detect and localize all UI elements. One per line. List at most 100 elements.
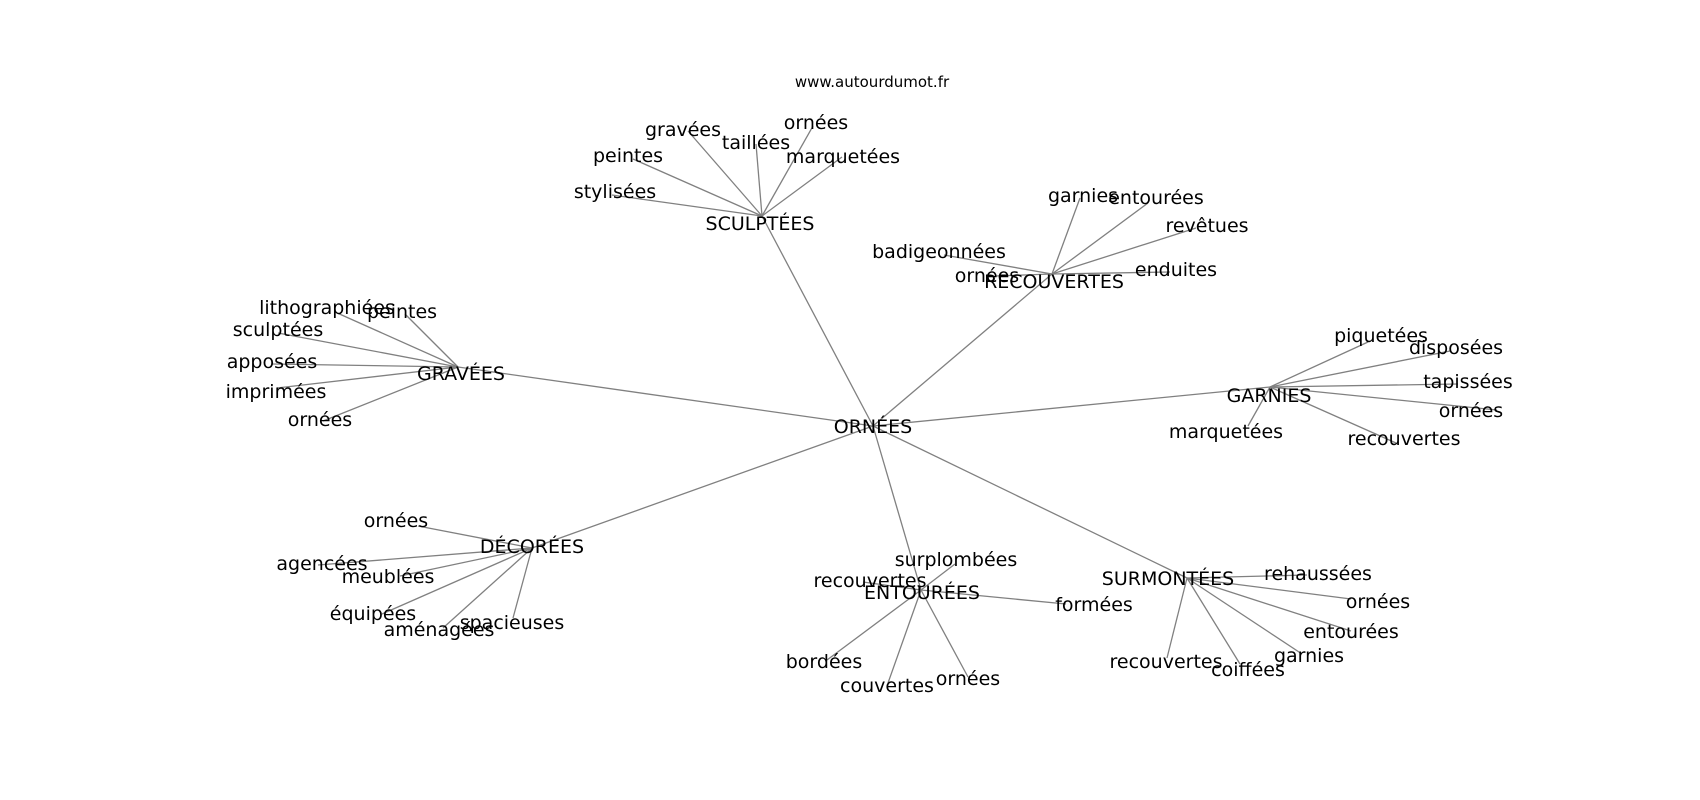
sculptees-leaf-edge xyxy=(761,125,814,217)
recouvertes-leaf-label: garnies xyxy=(1048,185,1118,207)
garnies-hub-label: GARNIES xyxy=(1227,385,1312,407)
garnies-leaf-edge xyxy=(1269,386,1397,444)
surmontees-leaf-label: rehaussées xyxy=(1264,563,1372,585)
recouvertes-leaf-edge xyxy=(1051,227,1197,275)
surmontees-leaf-edge xyxy=(1186,577,1241,665)
gravees-leaf-edge xyxy=(271,363,459,368)
decorees-leaf-label: aménagées xyxy=(384,619,495,641)
sculptees-leaf-label: peintes xyxy=(593,145,663,167)
decorees-leaf-edge xyxy=(512,547,533,619)
sculptees-leaf-label: gravées xyxy=(645,119,721,141)
surmontees-leaf-edge xyxy=(1186,574,1308,579)
gravees-leaf-label: sculptées xyxy=(233,319,323,341)
decorees-leaf-label: spacieuses xyxy=(460,612,565,634)
center-to-gravees-edge xyxy=(457,366,874,427)
surmontees-hub-label: SURMONTÉES xyxy=(1102,567,1234,590)
decorees-leaf-edge xyxy=(399,547,533,577)
entourees-leaf-edge xyxy=(920,589,1067,605)
entourees-leaf-label: surplombées xyxy=(895,549,1018,571)
recouvertes-leaf-label: ornées xyxy=(955,265,1019,287)
sculptees-leaf-label: ornées xyxy=(784,112,848,134)
gravees-leaf-edge xyxy=(334,311,459,368)
gravees-leaf-label: imprimées xyxy=(226,381,327,403)
garnies-leaf-label: recouvertes xyxy=(1348,428,1461,450)
decorees-leaf-label: agencées xyxy=(276,553,367,575)
decorees-leaf-edge xyxy=(442,547,533,629)
sculptees-leaf-edge xyxy=(632,158,763,217)
entourees-leaf-label: formées xyxy=(1055,594,1133,616)
decorees-hub-label: DÉCORÉES xyxy=(480,535,584,558)
surmontees-leaf-edge xyxy=(1186,577,1303,655)
gravees-leaf-label: peintes xyxy=(367,301,437,323)
garnies-leaf-label: marquetées xyxy=(1169,421,1283,443)
surmontees-leaf-edge xyxy=(1166,577,1188,659)
recouvertes-leaf-edge xyxy=(943,254,1053,275)
surmontees-leaf-label: coiffées xyxy=(1211,659,1285,681)
surmontees-leaf-label: garnies xyxy=(1274,645,1344,667)
garnies-leaf-label: ornées xyxy=(1439,400,1503,422)
garnies-leaf-label: tapissées xyxy=(1423,371,1513,393)
gravees-leaf-edge xyxy=(276,366,459,389)
gravees-leaf-edge xyxy=(404,313,459,368)
surmontees-leaf-edge xyxy=(1186,577,1352,632)
recouvertes-hub-label: RECOUVERTES xyxy=(984,271,1124,293)
recouvertes-leaf-label: revêtues xyxy=(1165,215,1248,237)
recouvertes-leaf-edge xyxy=(1051,202,1149,275)
garnies-leaf-edge xyxy=(1269,350,1451,388)
surmontees-leaf-label: entourées xyxy=(1303,621,1399,643)
center-to-sculptees-edge xyxy=(761,215,874,427)
sculptees-leaf-label: stylisées xyxy=(574,181,656,203)
sculptees-leaf-edge xyxy=(761,156,843,217)
entourees-leaf-edge xyxy=(887,589,922,684)
entourees-leaf-label: ornées xyxy=(936,668,1000,690)
gravees-leaf-label: lithographiées xyxy=(259,297,395,319)
sculptees-leaf-edge xyxy=(611,194,763,217)
recouvertes-leaf-edge xyxy=(1051,271,1171,275)
entourees-leaf-edge xyxy=(920,589,969,678)
gravees-leaf-label: apposées xyxy=(227,351,318,373)
sculptees-hub-label: SCULPTÉES xyxy=(706,212,815,235)
surmontees-leaf-label: ornées xyxy=(1346,591,1410,613)
edges-layer xyxy=(271,125,1498,684)
center-to-decorees-edge xyxy=(531,425,874,549)
gravees-leaf-label: ornées xyxy=(288,409,352,431)
decorees-leaf-edge xyxy=(381,547,533,615)
decorees-leaf-label: ornées xyxy=(364,510,428,532)
entourees-leaf-label: couvertes xyxy=(840,675,934,697)
entourees-leaf-edge xyxy=(920,563,956,591)
entourees-leaf-edge xyxy=(862,581,922,591)
sculptees-leaf-edge xyxy=(687,130,763,217)
recouvertes-leaf-label: enduites xyxy=(1135,259,1217,281)
center-to-surmontees-edge xyxy=(872,425,1188,579)
recouvertes-leaf-edge xyxy=(994,273,1053,277)
center-to-entourees-edge xyxy=(872,425,922,591)
entourees-hub-label: ENTOURÉES xyxy=(864,581,980,604)
sculptees-leaf-label: taillées xyxy=(722,132,790,154)
garnies-leaf-label: piquetées xyxy=(1334,325,1428,347)
garnies-leaf-edge xyxy=(1269,383,1459,388)
entourees-leaf-label: bordées xyxy=(786,651,863,673)
gravees-leaf-edge xyxy=(322,366,459,422)
entourees-leaf-label: recouvertes xyxy=(814,570,927,592)
center-to-garnies-edge xyxy=(872,386,1271,427)
decorees-leaf-label: meublées xyxy=(342,566,435,588)
gravees-hub-label: GRAVÉES xyxy=(417,362,505,385)
garnies-leaf-edge xyxy=(1269,341,1369,388)
watermark-text: www.autourdumot.fr xyxy=(795,73,950,91)
recouvertes-leaf-label: entourées xyxy=(1108,187,1204,209)
decorees-leaf-edge xyxy=(317,547,533,566)
recouvertes-leaf-label: badigeonnées xyxy=(872,241,1006,263)
sculptees-leaf-label: marquetées xyxy=(786,146,900,168)
sculptees-leaf-edge xyxy=(755,143,763,217)
garnies-leaf-label: disposées xyxy=(1409,337,1503,359)
gravees-leaf-edge xyxy=(277,332,459,368)
decorees-leaf-label: équipées xyxy=(330,603,416,625)
garnies-leaf-edge xyxy=(1269,386,1498,411)
entourees-leaf-edge xyxy=(826,589,922,661)
decorees-leaf-edge xyxy=(417,525,533,549)
surmontees-leaf-label: recouvertes xyxy=(1110,651,1223,673)
recouvertes-leaf-edge xyxy=(1051,197,1081,275)
garnies-leaf-edge xyxy=(1247,386,1271,427)
center-node-label: ORNÉES xyxy=(834,415,912,438)
